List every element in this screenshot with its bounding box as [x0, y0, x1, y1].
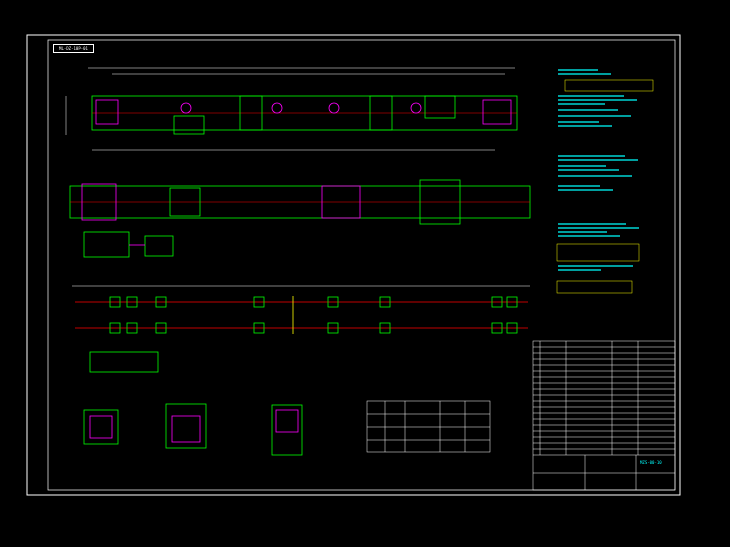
technical-notes: [556, 79, 654, 294]
section-b-core: [171, 415, 201, 443]
inspection-port-3: [328, 102, 340, 114]
notes-param-table: [556, 243, 640, 262]
notes-spec-table: [564, 79, 654, 92]
plan-inlet: [169, 187, 201, 217]
note-text-lines: [558, 69, 639, 271]
anchor-plate: [126, 322, 138, 334]
outlet-hopper: [424, 95, 456, 119]
section-c-casing: [271, 404, 303, 456]
elevation-view: [65, 67, 518, 151]
bom-row-lines: [533, 346, 675, 450]
inner-frame: [47, 39, 676, 491]
notes-small-table: [556, 280, 633, 294]
drive-motor: [144, 235, 174, 257]
section-b-casing: [165, 403, 207, 449]
anchor-plate: [379, 296, 391, 308]
anchor-plate: [155, 296, 167, 308]
plan-tail-section: [81, 183, 117, 221]
drawing-code: MZS-00-10: [640, 460, 662, 465]
gear-reducer: [83, 231, 130, 258]
anchor-plate: [379, 322, 391, 334]
casing-joint-2: [369, 95, 393, 131]
inlet-hopper: [173, 115, 205, 135]
section-views: [83, 351, 303, 456]
inspection-port-2: [271, 102, 283, 114]
plan-outlet: [419, 179, 461, 225]
title-block: [532, 340, 676, 491]
head-sprocket: [482, 99, 512, 125]
anchor-plate-group: [109, 296, 518, 334]
outer-frame: [26, 34, 681, 496]
drawing-number-tag: ML-DZ-10P-01: [53, 44, 94, 53]
parameter-table-frame: [366, 400, 491, 453]
anchor-plate: [126, 296, 138, 308]
bom-frame: [532, 340, 676, 491]
foundation-plan: [72, 285, 530, 334]
plan-tension-section: [321, 185, 361, 219]
section-a-casing: [83, 409, 119, 445]
section-a-core: [89, 415, 113, 439]
anchor-plate: [155, 322, 167, 334]
anchor-plate: [491, 322, 503, 334]
inspection-port-1: [180, 102, 192, 114]
anchor-plate: [109, 296, 121, 308]
anchor-plate: [253, 296, 265, 308]
anchor-plate: [506, 296, 518, 308]
anchor-plate: [109, 322, 121, 334]
tail-sprocket: [95, 99, 119, 125]
anchor-plate: [327, 296, 339, 308]
inspection-port-4: [410, 102, 422, 114]
parameter-table: [366, 400, 491, 453]
anchor-plate: [253, 322, 265, 334]
section-c-core: [275, 409, 299, 433]
anchor-plate: [491, 296, 503, 308]
casing-joint-1: [239, 95, 263, 131]
anchor-plate: [327, 322, 339, 334]
support-bracket-detail: [89, 351, 159, 373]
anchor-plate: [506, 322, 518, 334]
plan-view: [69, 179, 531, 258]
